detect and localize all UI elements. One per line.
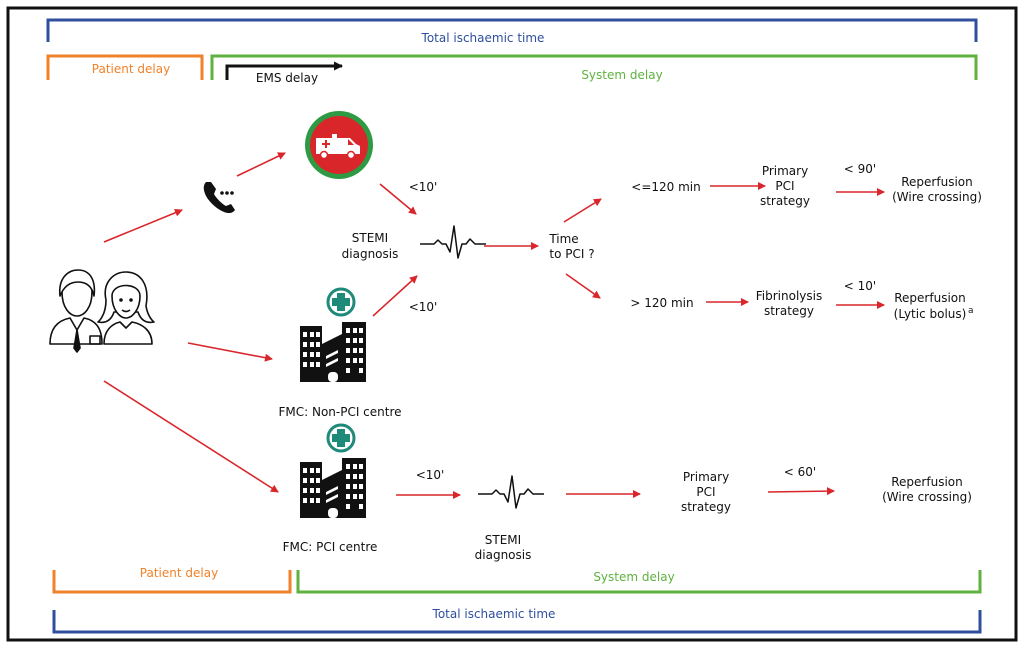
lt10-ambulance-label: <10' bbox=[409, 180, 438, 194]
flow-arrows bbox=[103, 152, 885, 499]
reperfusion-wire-upper-label: Reperfusion bbox=[901, 175, 972, 189]
fibrinolysis-strategy-label-2: strategy bbox=[764, 304, 814, 318]
gt120-label: > 120 min bbox=[630, 296, 693, 310]
le120-label: <=120 min bbox=[631, 180, 700, 194]
time-to-pci-label: Time bbox=[548, 232, 578, 246]
reperfusion-wire-lower-label: Reperfusion bbox=[891, 475, 962, 489]
phone-icon bbox=[203, 182, 235, 214]
ecg-icon bbox=[419, 225, 487, 259]
primary-pci-upper-label-2: PCI bbox=[775, 179, 794, 193]
patient-delay-top-label: Patient delay bbox=[92, 62, 170, 76]
ecg-icon bbox=[477, 475, 545, 509]
system-delay-top-label: System delay bbox=[581, 68, 662, 82]
primary-pci-lower-label: Primary bbox=[683, 470, 729, 484]
ems-delay-bracket: EMS delay bbox=[225, 61, 343, 85]
stemi-diagnosis-lower-label: STEMI bbox=[485, 533, 521, 547]
total-ischaemic-time-top-label: Total ischaemic time bbox=[421, 31, 545, 45]
primary-pci-lower-label-3: strategy bbox=[681, 500, 731, 514]
stemi-diagnosis-lower-label-2: diagnosis bbox=[475, 548, 532, 562]
ems-delay-label: EMS delay bbox=[256, 71, 318, 85]
lt90-label: < 90' bbox=[844, 162, 876, 176]
patients-icon bbox=[49, 269, 155, 353]
fmc-non-pci-centre-label: FMC: Non-PCI centre bbox=[278, 405, 401, 419]
system-delay-top-bracket: System delay bbox=[210, 54, 978, 82]
total-ischaemic-time-bottom-label: Total ischaemic time bbox=[432, 607, 556, 621]
fibrinolysis-strategy-label: Fibrinolysis bbox=[756, 289, 822, 303]
lt10-pci-centre-label: <10' bbox=[416, 468, 445, 482]
lt60-label: < 60' bbox=[784, 465, 816, 479]
patient-delay-bottom-bracket: Patient delay bbox=[52, 566, 292, 594]
outer-frame bbox=[6, 6, 1018, 642]
time-to-pci-label-2: to PCI ? bbox=[549, 247, 594, 261]
system-delay-bottom-label: System delay bbox=[593, 570, 674, 584]
total-ischaemic-time-bottom-bracket: Total ischaemic time bbox=[52, 607, 982, 634]
ambulance-icon bbox=[305, 111, 373, 179]
total-ischaemic-time-top-bracket: Total ischaemic time bbox=[46, 18, 978, 45]
reperfusion-lytic-label: Reperfusion bbox=[894, 291, 965, 305]
stemi-diagnosis-label-2: diagnosis bbox=[342, 247, 399, 261]
hospital-icon bbox=[298, 287, 368, 384]
reperfusion-wire-lower-label-2: (Wire crossing) bbox=[882, 490, 972, 504]
primary-pci-upper-label: Primary bbox=[762, 164, 808, 178]
reperfusion-lytic-label-2: (Lytic bolus) bbox=[894, 307, 967, 321]
stemi-diagnosis-label: STEMI bbox=[352, 231, 388, 245]
lt10-fibrinolysis-label: < 10' bbox=[844, 279, 876, 293]
patient-delay-bottom-label: Patient delay bbox=[140, 566, 218, 580]
lt10-nonpci-label: <10' bbox=[409, 300, 438, 314]
fmc-pci-centre-label: FMC: PCI centre bbox=[283, 540, 378, 554]
primary-pci-upper-label-3: strategy bbox=[760, 194, 810, 208]
patient-delay-top-bracket: Patient delay bbox=[46, 54, 204, 80]
reperfusion-wire-upper-label-2: (Wire crossing) bbox=[892, 190, 982, 204]
system-delay-bottom-bracket: System delay bbox=[296, 570, 982, 594]
reperfusion-lytic-superscript: a bbox=[968, 306, 974, 316]
primary-pci-lower-label-2: PCI bbox=[696, 485, 715, 499]
hospital-icon bbox=[298, 423, 368, 520]
